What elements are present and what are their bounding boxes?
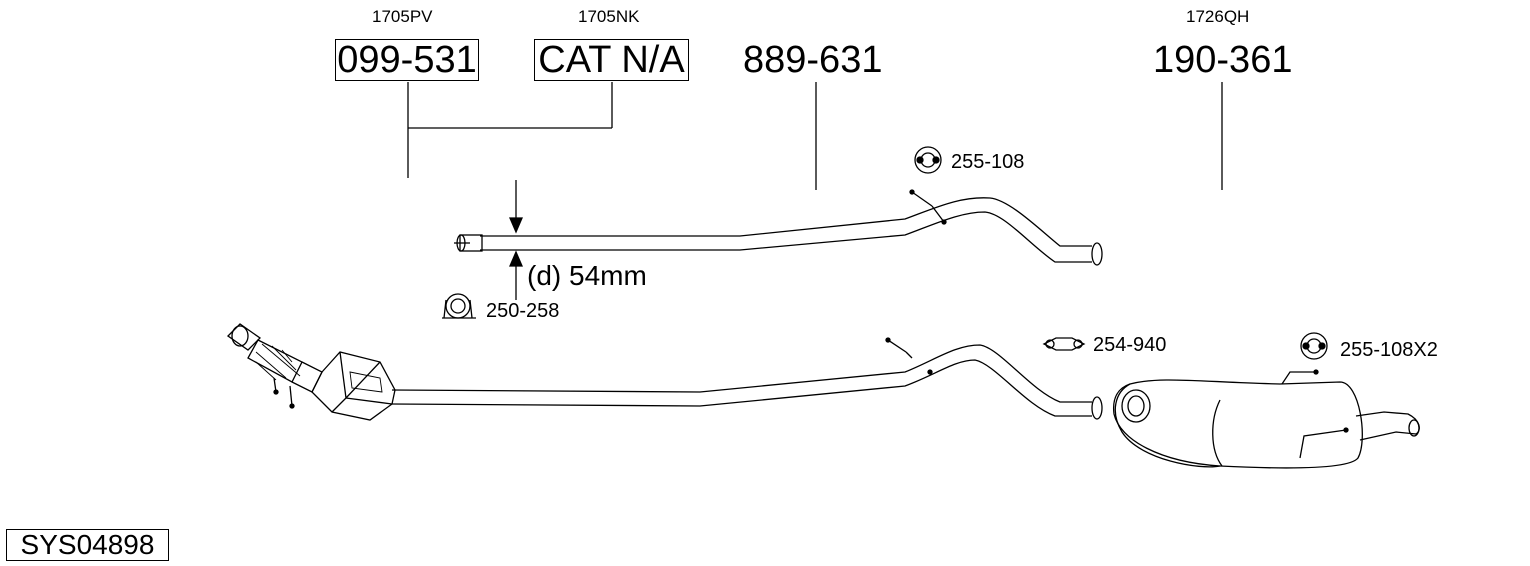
rubber-mount-icon (914, 146, 942, 174)
clamp-icon (442, 293, 476, 319)
front-pipe-part-number[interactable]: 099-531 (335, 39, 479, 81)
silencer-drawing (1112, 369, 1420, 469)
diameter-label: (d) 54mm (527, 262, 647, 290)
diameter-value: 54 (569, 260, 601, 291)
silencer-oe-code: 1726QH (1186, 7, 1250, 26)
rubber-mount-icon-2 (1300, 332, 1328, 360)
flat-clamp-label[interactable]: 254-940 (1093, 334, 1167, 356)
centre-pipe-part-number[interactable]: 889-631 (743, 39, 883, 81)
front-pipe-oe-code: 1705PV (372, 7, 433, 26)
rubber-mount-label-2[interactable]: 255-108X2 (1340, 339, 1438, 361)
diameter-unit: mm (600, 260, 647, 291)
catalyst-part-number[interactable]: CAT N/A (534, 39, 689, 81)
catalyst-oe-code: 1705NK (578, 7, 640, 26)
leader-lines (407, 82, 1223, 190)
system-code: SYS04898 (6, 529, 169, 561)
centre-pipe-drawing (454, 189, 1103, 266)
flat-clamp-icon (1042, 337, 1086, 351)
diameter-arrows (509, 180, 523, 300)
clamp-label[interactable]: 250-258 (486, 300, 560, 322)
rubber-mount-label[interactable]: 255-108 (951, 151, 1025, 173)
silencer-part-number[interactable]: 190-361 (1153, 39, 1293, 81)
diameter-prefix: (d) (527, 260, 562, 291)
front-pipe-drawing (391, 337, 1103, 420)
catalyst-drawing (226, 323, 396, 421)
